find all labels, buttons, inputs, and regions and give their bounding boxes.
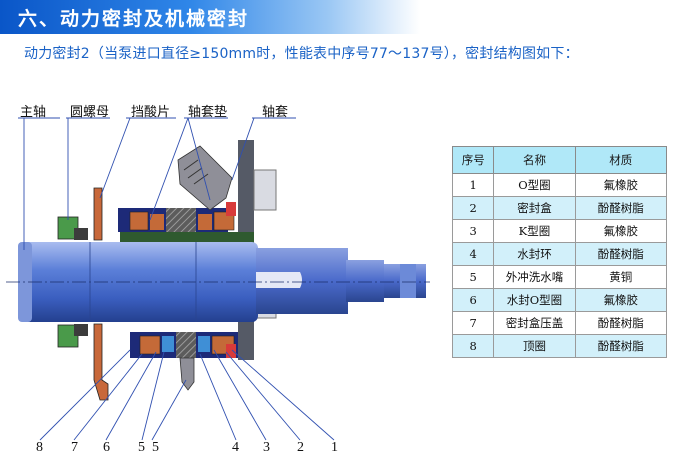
part-number-5b: 5 bbox=[152, 440, 159, 455]
parts-table-header: 序号 名称 材质 bbox=[451, 146, 667, 174]
part-number-6: 6 bbox=[103, 440, 110, 455]
cell-material: 氟橡胶 bbox=[574, 173, 667, 197]
header-material: 材质 bbox=[574, 146, 667, 174]
acid-plate bbox=[93, 187, 109, 401]
cell-index: 8 bbox=[451, 334, 495, 358]
callout-round-nut: 圆螺母 bbox=[70, 105, 110, 120]
part-number-2: 2 bbox=[297, 440, 304, 455]
callout-sleeve-pad: 轴套垫 bbox=[188, 105, 228, 120]
table-row: 7 密封盒压盖 酚醛树脂 bbox=[451, 311, 667, 335]
table-row: 8 顶圈 酚醛树脂 bbox=[451, 334, 667, 358]
callout-sleeve: 轴套 bbox=[262, 105, 289, 120]
part-number-3: 3 bbox=[263, 440, 270, 455]
cell-material: 酚醛树脂 bbox=[574, 196, 667, 220]
seal-box-upper bbox=[118, 145, 236, 232]
section-subtitle: 动力密封2（当泵进口直径≥150mm时，性能表中序号77～137号），密封结构图… bbox=[24, 46, 579, 62]
cell-index: 2 bbox=[451, 196, 495, 220]
cell-index: 7 bbox=[451, 311, 495, 335]
header-name: 名称 bbox=[493, 146, 576, 174]
part-number-7: 7 bbox=[71, 440, 78, 455]
main-shaft bbox=[6, 242, 430, 322]
cell-index: 5 bbox=[451, 265, 495, 289]
table-row: 4 水封环 酚醛树脂 bbox=[451, 242, 667, 266]
callout-shaft: 主轴 bbox=[20, 105, 47, 120]
section-title: 六、动力密封及机械密封 bbox=[18, 8, 250, 30]
cell-name: K型圈 bbox=[493, 219, 576, 243]
part-number-8: 8 bbox=[36, 440, 43, 455]
table-row: 2 密封盒 酚醛树脂 bbox=[451, 196, 667, 220]
section-banner: 六、动力密封及机械密封 bbox=[0, 0, 420, 34]
seal-structure-drawing bbox=[6, 117, 430, 441]
callout-leaders bbox=[18, 117, 335, 441]
part-number-5a: 5 bbox=[138, 440, 145, 455]
part-number-4: 4 bbox=[232, 440, 239, 455]
cell-index: 6 bbox=[451, 288, 495, 312]
cell-material: 黄铜 bbox=[574, 265, 667, 289]
cell-material: 酚醛树脂 bbox=[574, 334, 667, 358]
cell-material: 氟橡胶 bbox=[574, 219, 667, 243]
cell-name: 水封环 bbox=[493, 242, 576, 266]
table-row: 5 外冲洗水嘴 黄铜 bbox=[451, 265, 667, 289]
cell-name: 密封盒压盖 bbox=[493, 311, 576, 335]
cell-material: 酚醛树脂 bbox=[574, 311, 667, 335]
parts-table: 序号 名称 材质 1 O型圈 氟橡胶 2 密封盒 酚醛树脂 3 K型圈 氟橡胶 … bbox=[451, 146, 667, 358]
cell-name: O型圈 bbox=[493, 173, 576, 197]
cell-index: 4 bbox=[451, 242, 495, 266]
cell-material: 氟橡胶 bbox=[574, 288, 667, 312]
cell-index: 3 bbox=[451, 219, 495, 243]
cell-name: 顶圈 bbox=[493, 334, 576, 358]
table-row: 1 O型圈 氟橡胶 bbox=[451, 173, 667, 197]
callout-acid-plate: 挡酸片 bbox=[131, 105, 171, 120]
cell-name: 水封O型圈 bbox=[493, 288, 576, 312]
header-index: 序号 bbox=[451, 146, 495, 174]
table-row: 6 水封O型圈 氟橡胶 bbox=[451, 288, 667, 312]
cell-name: 外冲洗水嘴 bbox=[493, 265, 576, 289]
cell-name: 密封盒 bbox=[493, 196, 576, 220]
table-row: 3 K型圈 氟橡胶 bbox=[451, 219, 667, 243]
part-number-1: 1 bbox=[331, 440, 338, 455]
seal-box-lower bbox=[130, 332, 238, 391]
cell-index: 1 bbox=[451, 173, 495, 197]
round-nut bbox=[57, 216, 88, 348]
cell-material: 酚醛树脂 bbox=[574, 242, 667, 266]
